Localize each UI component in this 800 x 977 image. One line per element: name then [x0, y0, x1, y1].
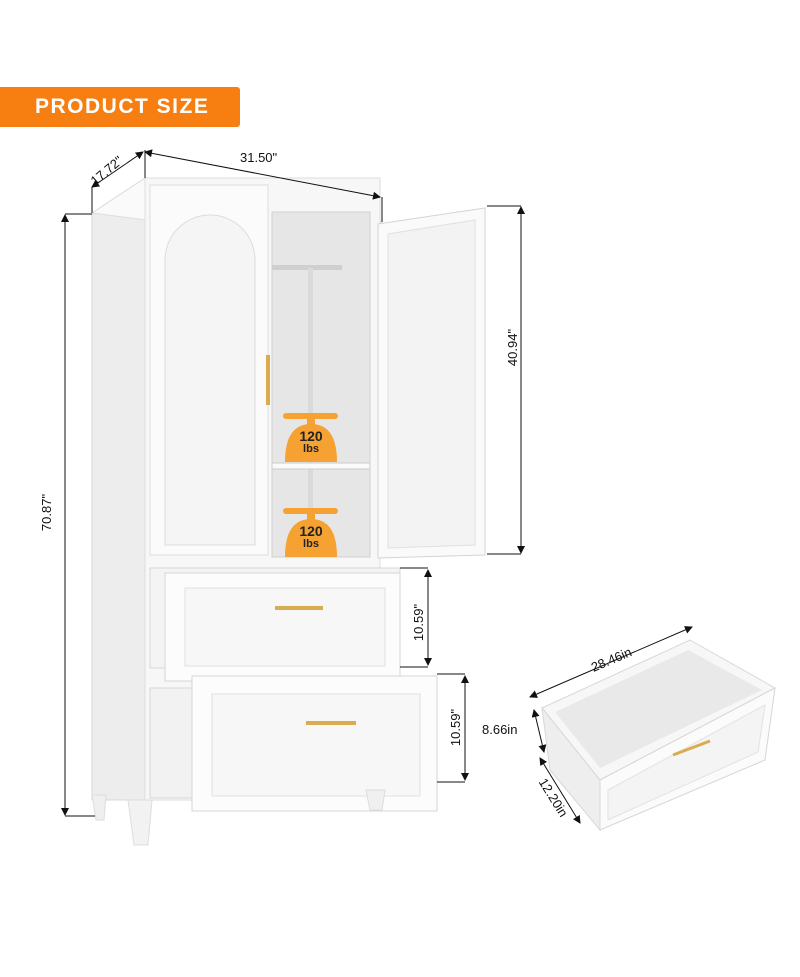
drawer-upper-height-label: 10.59" [411, 603, 427, 642]
cabinet-interior [271, 211, 371, 558]
leg [91, 794, 107, 821]
load-badge-upper [283, 413, 338, 462]
load-badge-upper-text: 120 lbs [286, 428, 336, 456]
product-size-banner: PRODUCT SIZE [0, 87, 240, 127]
lower-drawer-handle [306, 721, 356, 725]
badge-value: 120 [299, 523, 323, 539]
drawer-height-label: 8.66in [482, 722, 518, 737]
total-height-label: 70.87" [39, 493, 55, 532]
hanging-rod [272, 265, 342, 270]
badge-value: 120 [299, 428, 323, 444]
upper-drawer-handle [275, 606, 323, 610]
door-handle [266, 355, 270, 405]
load-badge-lower-text: 120 lbs [286, 523, 336, 551]
load-badge-lower [283, 508, 338, 557]
badge-unit: lbs [303, 443, 319, 455]
width-label: 31.50" [240, 150, 278, 165]
drawer-lower-height-label: 10.59" [448, 708, 464, 747]
banner-label: PRODUCT SIZE [35, 95, 210, 118]
badge-unit: lbs [303, 538, 319, 550]
upper-height-label: 40.94" [505, 328, 521, 367]
leg [127, 799, 153, 846]
leg [365, 789, 386, 811]
shelf [271, 462, 371, 470]
arch-panel [164, 214, 256, 546]
drawer-detail [529, 626, 777, 832]
